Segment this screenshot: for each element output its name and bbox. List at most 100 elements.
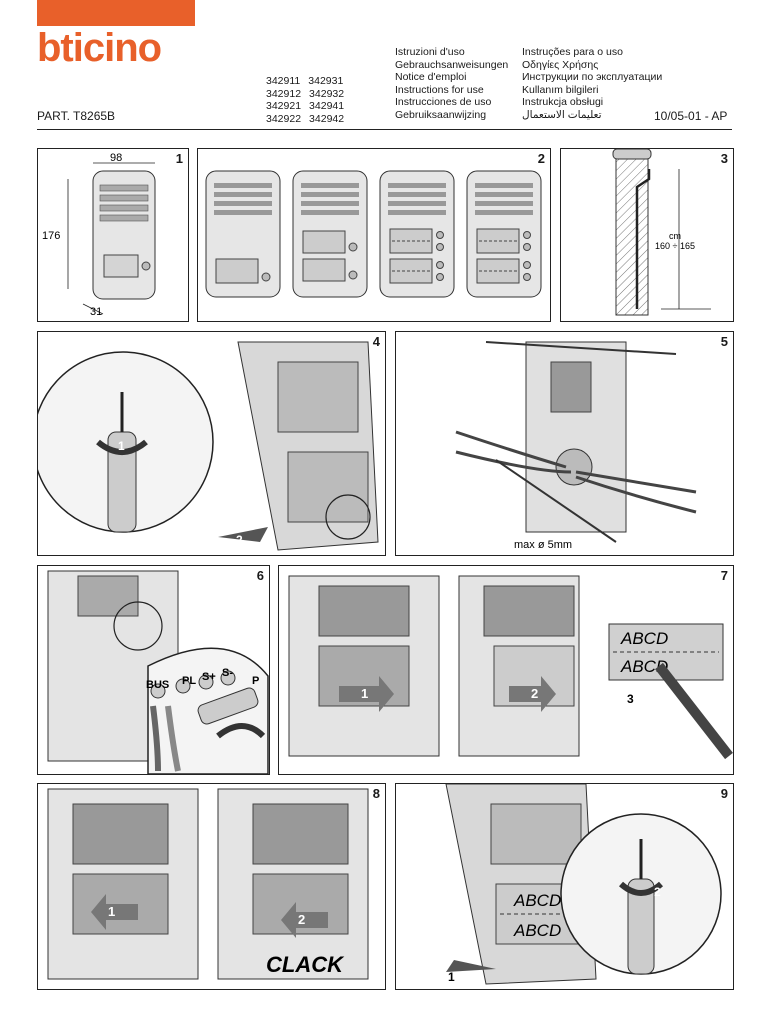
language-label: Instructions for use xyxy=(395,83,484,96)
language-label: Gebruiksaanwijzing xyxy=(395,108,487,121)
panel-5: 5 max ø 5mm xyxy=(395,331,734,556)
terminal-label: S- xyxy=(222,667,233,679)
unit-top xyxy=(612,149,652,160)
unit-variants-drawing xyxy=(205,170,542,298)
terminal-label: S+ xyxy=(202,671,216,683)
revision-date: 10/05-01 - AP xyxy=(654,109,728,123)
slide-arrow-icon xyxy=(509,676,556,712)
panel-2: 2 xyxy=(197,148,551,322)
panel-number: 8 xyxy=(372,786,380,801)
code: 342921 xyxy=(266,100,302,112)
panel-number: 6 xyxy=(256,568,264,583)
panel-number: 5 xyxy=(720,334,728,349)
step-2: 2 xyxy=(298,912,305,927)
screw xyxy=(485,341,677,355)
language-label: Kullanım bilgileri xyxy=(522,83,599,96)
bticino-logo: bticino xyxy=(37,28,197,66)
language-label: Инструкции по эксплуатации xyxy=(522,71,663,83)
code: 342922 xyxy=(266,112,302,125)
depth-dimension: 31 xyxy=(90,306,102,318)
code: 342912 xyxy=(266,87,302,100)
wall-mounting-drawing: max ø 5mm xyxy=(455,341,697,551)
panel-3: 3 cm 160 ÷ 165 xyxy=(560,148,734,322)
code: 342911 xyxy=(266,75,301,87)
step-1: 1 xyxy=(361,686,368,701)
unit-view-b: 2 CLACK xyxy=(217,788,369,980)
unit-view-b: 2 xyxy=(458,575,580,757)
step-2: 2 xyxy=(531,686,538,701)
language-label: Notice d'emploi xyxy=(395,71,467,83)
speaker-grille xyxy=(550,361,592,413)
step-1: 1 xyxy=(118,439,125,453)
slide-arrow-icon xyxy=(91,894,138,930)
terminal-block xyxy=(150,670,236,699)
panel-number: 1 xyxy=(175,151,183,166)
height-range: 160 ÷ 165 xyxy=(655,241,695,251)
screw xyxy=(495,459,617,543)
panel-number: 7 xyxy=(720,568,728,583)
step-2: 2 xyxy=(654,885,661,899)
languages-column-1: Istruzioni d'uso Gebrauchsanweisungen No… xyxy=(395,46,508,121)
height-dimension: 176 xyxy=(42,230,60,242)
panel-4: 4 1 2 xyxy=(37,331,386,556)
slide-arrow-icon xyxy=(339,676,394,712)
panel-number: 4 xyxy=(372,334,380,349)
bus-wire xyxy=(150,705,161,772)
wiring-drawing: BUS PL S+ S- P xyxy=(47,570,269,774)
variant-2-button xyxy=(292,170,368,298)
language-label: Gebrauchsanweisungen xyxy=(395,58,509,71)
languages-column-2: Instruções para o uso Οδηγίες Χρήσης Инс… xyxy=(522,46,662,121)
brand-color-bar xyxy=(37,0,195,26)
panel-number: 3 xyxy=(720,151,728,166)
language-label: تعليمات الاستعمال xyxy=(522,108,602,121)
closing-drawing: ABCD ABCD 2 1 xyxy=(445,784,722,985)
language-label: Instrucciones de uso xyxy=(395,96,492,108)
part-number: PART. T8265B xyxy=(37,109,116,123)
variant-4-button xyxy=(466,170,542,298)
slide-arrow-icon xyxy=(218,527,268,542)
rotate-arrow-icon xyxy=(96,439,148,455)
card-text: ABCD xyxy=(513,891,561,910)
wall-section xyxy=(615,154,649,316)
width-dimension: 98 xyxy=(110,152,122,164)
dimension-drawing: 98 176 31 xyxy=(42,152,156,318)
header-divider xyxy=(37,129,732,130)
rotate-arrow-icon xyxy=(618,881,664,896)
rotate-arrow-icon xyxy=(216,723,266,739)
unit-view-a: 1 xyxy=(288,575,440,757)
pencil-icon xyxy=(655,662,733,760)
panel-7: 7 1 2 ABCD ABCD 3 xyxy=(278,565,734,775)
max-diameter-label: max ø 5mm xyxy=(514,539,572,551)
panel-6: 6 BUS PL S+ S- P xyxy=(37,565,270,775)
card-removal-drawing: 1 2 ABCD ABCD 3 xyxy=(288,575,733,760)
unit-view-a: 1 xyxy=(47,788,199,980)
mounting-height-drawing: cm 160 ÷ 165 xyxy=(612,149,711,316)
card-insertion-drawing: 1 2 CLACK xyxy=(47,788,369,980)
bus-wire xyxy=(165,705,181,772)
variant-1-button xyxy=(205,170,281,298)
code: 342942 xyxy=(309,112,345,125)
panel-number: 2 xyxy=(537,151,545,166)
language-label: Instrukcja obsługi xyxy=(522,96,604,108)
slide-arrow-icon xyxy=(281,902,328,938)
svg-text:bticino: bticino xyxy=(37,28,161,66)
terminal-label: PL xyxy=(182,675,196,687)
screwdriver-icon xyxy=(197,687,259,725)
panel-9: 9 ABCD ABCD 2 1 xyxy=(395,783,734,990)
step-1: 1 xyxy=(108,904,115,919)
call-button xyxy=(141,261,151,271)
clack-label: CLACK xyxy=(266,952,345,977)
panel-1: 1 98 176 31 xyxy=(37,148,189,322)
terminal-label: P xyxy=(252,675,259,687)
cable xyxy=(635,169,651,309)
card-text: ABCD xyxy=(513,921,561,940)
language-label: Istruzioni d'uso xyxy=(395,46,465,58)
step-3: 3 xyxy=(627,692,634,706)
language-label: Instruções para o uso xyxy=(522,46,623,58)
cable-entry xyxy=(555,448,593,486)
name-card xyxy=(103,254,139,278)
slide-arrow-icon xyxy=(446,960,496,972)
step-2: 2 xyxy=(236,533,243,547)
name-card: ABCD ABCD xyxy=(608,623,724,681)
